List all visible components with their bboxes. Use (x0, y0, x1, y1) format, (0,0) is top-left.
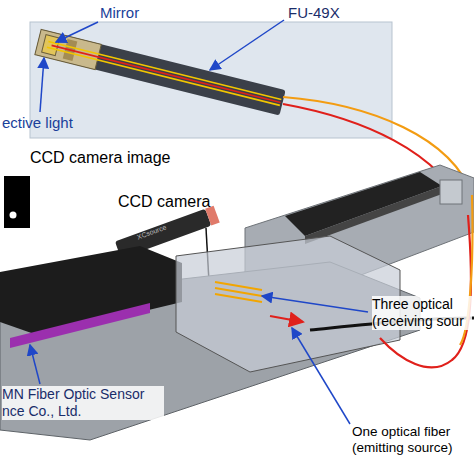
part-label: Mirror (100, 4, 180, 22)
note-label: ective light (2, 114, 112, 132)
part-label: CCD camera (118, 192, 228, 211)
part-label: FU-49X (288, 4, 378, 22)
part-label: One optical fiber (emitting source) (352, 424, 472, 456)
part-label: MN Fiber Optic Sensor nce Co., Ltd. (2, 386, 164, 420)
image-label: CCD camera image (30, 148, 200, 167)
part-label: Three optical (receiving sour (372, 296, 472, 330)
